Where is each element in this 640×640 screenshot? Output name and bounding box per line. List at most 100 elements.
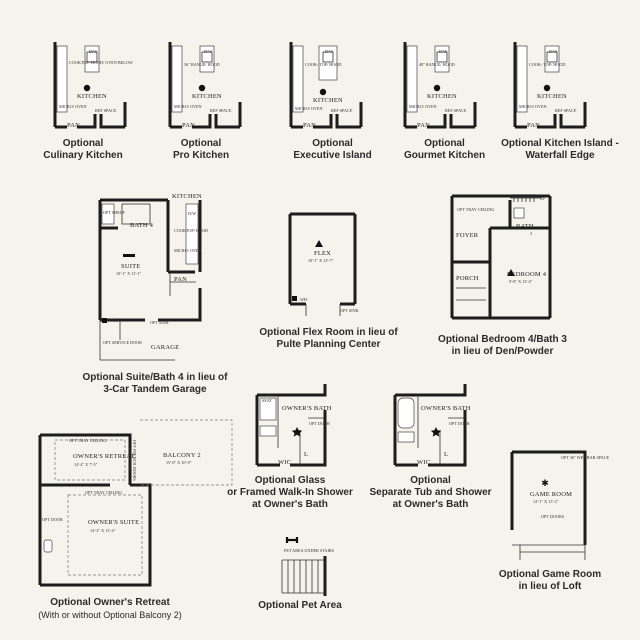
opt-tray-label: OPT TRAY CEILING (69, 438, 106, 443)
game-room-plan: ✱ OPT 36" WET BAR SPACE GAME ROOM 12'-1"… (510, 450, 610, 560)
dw-label: D/W (89, 49, 97, 54)
caption-pet-area: Optional Pet Area (245, 600, 355, 612)
pan-label: PAN (417, 122, 430, 129)
suite-dims: 10'-1" X 11'-1" (116, 271, 142, 276)
culinary-kitchen-plan: COOKTOP/ HOOD/ OVEN BELOW D/W KITCHEN MI… (53, 42, 133, 129)
caption-walk-in-shower: Optional Glass or Framed Walk-In Shower … (220, 475, 360, 511)
ref-space-label: REF SPACE (331, 108, 353, 113)
suite-label: SUITE (121, 263, 140, 270)
bath4-label: BATH 4 (130, 222, 154, 229)
flex-label: FLEX (314, 250, 331, 257)
dw-label: D/W (204, 49, 212, 54)
up-label: UP (540, 196, 546, 201)
micro-oven-label: MICRO/ OVEN (174, 104, 202, 109)
caption-culinary-kitchen: Optional Culinary Kitchen (28, 138, 138, 162)
pan-label: PAN (303, 122, 316, 129)
micro-oven-label: MICRO/ OVEN (409, 104, 437, 109)
caption-line: Optional Bedroom 4/Bath 3 (438, 334, 567, 345)
caption-line: Optional (410, 475, 451, 486)
caption-line: at Owner's Bath (392, 499, 469, 510)
pro-kitchen-plan: 36" RANGE/ HOOD D/W KITCHEN MICRO/ OVEN … (168, 42, 242, 129)
caption-bedroom4: Optional Bedroom 4/Bath 3 in lieu of Den… (415, 334, 590, 358)
seat-label: SEAT (262, 398, 272, 403)
dw-label: D/W (325, 49, 333, 54)
ref-space-label: REF SPACE (95, 108, 117, 113)
game-room-label: GAME ROOM (530, 491, 572, 498)
opt-tray2-label: OPT TRAY CEILING (85, 490, 122, 495)
suite-label: OWNER'S SUITE (88, 519, 139, 526)
caption-line: Optional Suite/Bath 4 in lieu of (82, 372, 228, 383)
caption-line: Optional Glass (254, 475, 326, 486)
opt-door-label: OPT DOOR (449, 421, 470, 426)
micro-oven-label: MICRO/ OVEN (295, 106, 323, 111)
micro-oven-label: MICRO/ OVEN (59, 104, 87, 109)
caption-line: Executive Island (293, 150, 372, 161)
porch-label: PORCH (456, 275, 479, 282)
caption-owners-retreat: Optional Owner's Retreat (With or withou… (20, 597, 200, 621)
retreat-dims: 14'-4" X 7'-5" (74, 462, 98, 467)
micro-oven-label: MICRO/ OVEN (519, 104, 547, 109)
caption-line: Optional (312, 138, 353, 149)
caption-line: Gourmet Kitchen (403, 150, 486, 161)
caption-line: Optional (424, 138, 465, 149)
caption-flex-room: Optional Flex Room in lieu of Pulte Plan… (236, 327, 421, 351)
suite-dims: 14'-2" X 13'-4" (90, 528, 116, 533)
garage-label: GARAGE (151, 344, 179, 351)
micro-oven-label: MICRO/ OVEN (174, 248, 202, 253)
bedroom-label: BEDROOM 4 (507, 271, 547, 278)
suite-bath4-plan: KITCHEN BATH 4 OPT SHELF D/W COOKTOP/ HO… (98, 193, 208, 361)
opt-door-label: OPT DOOR (42, 517, 63, 522)
bedroom4-plan: UP OPT TRAY CEILING FOYER BATH 3 PORCH B… (450, 194, 552, 320)
cooktop-label: COOKTOP/ HOOD/ OVEN BELOW (69, 60, 133, 65)
caption-line: Waterfall Edge (525, 150, 595, 161)
caption-line: Optional (62, 138, 104, 149)
kitchen-label: KITCHEN (77, 93, 107, 100)
pan-label: PAN (182, 122, 195, 129)
french-doors-label: OPT FRENCH DOORS (132, 440, 137, 481)
owners-bath-label: OWNER'S BATH (421, 405, 471, 412)
pan-label: PAN (67, 122, 80, 129)
dw-label: D/W (439, 49, 447, 54)
bath-number: 3 (530, 231, 532, 236)
pan-label: PAN (174, 276, 187, 283)
caption-gourmet-kitchen: Optional Gourmet Kitchen (387, 138, 502, 162)
dw-label: D/W (188, 211, 196, 216)
walk-in-shower-plan: SEAT OWNER'S BATH OPT DOOR WIC L (255, 384, 332, 467)
wet-bar-label: OPT 36" WET BAR SPACE (561, 455, 610, 460)
flex-room-plan: FLEX 10'-1" X 13'-7" WH OPT SINK (288, 212, 359, 316)
caption-line: in lieu of Den/Powder (451, 346, 554, 357)
caption-line: Optional Game Room (498, 569, 602, 580)
caption-line: in lieu of Loft (518, 581, 582, 592)
caption-pro-kitchen: Optional Pro Kitchen (146, 138, 256, 162)
range-label: 48" RANGE/ HOOD (419, 62, 455, 67)
pan-label: PAN (527, 122, 540, 129)
retreat-label: OWNER'S RETREAT (73, 453, 135, 460)
wh-label: WH (110, 318, 117, 323)
owners-retreat-plan: OPT TRAY CEILING OWNER'S RETREAT 14'-4" … (38, 419, 233, 587)
ref-space-label: REF SPACE (210, 108, 232, 113)
caption-line: or Framed Walk-In Shower (227, 487, 353, 498)
flex-dims: 10'-1" X 13'-7" (308, 258, 334, 263)
wh-label: WH (300, 297, 307, 302)
caption-line: Optional (180, 138, 222, 149)
kitchen-label: KITCHEN (537, 93, 567, 100)
executive-island-plan: COOK- TOP/ HOOD D/W KITCHEN MICRO/ OVEN … (289, 42, 363, 129)
opt-tray-label: OPT TRAY CEILING (457, 207, 494, 212)
caption-line: at Owner's Bath (252, 499, 328, 510)
separate-tub-plan: OWNER'S BATH OPT DOOR WIC L (393, 384, 471, 467)
wic-label: WIC (278, 459, 291, 466)
kitchen-label: KITCHEN (313, 97, 343, 104)
owners-bath-label: OWNER'S BATH (282, 405, 332, 412)
opt-doors-label: OPT DOORS (541, 514, 565, 519)
opt-sink-label: OPT SINK (150, 320, 169, 325)
caption-line: Optional Owner's Retreat (50, 597, 170, 608)
caption-subline: (With or without Optional Balcony 2) (38, 610, 182, 620)
cooktop-label: COOKTOP/ HOOD (174, 228, 208, 233)
kitchen-label: KITCHEN (427, 93, 457, 100)
opt-sink-label: OPT SINK (340, 308, 359, 313)
balcony-dims: 15'-0" X 10'-0" (166, 460, 192, 465)
pet-area-plan: PET AREA UNDER STAIRS (281, 537, 335, 596)
balcony-label: BALCONY 2 (163, 452, 201, 459)
ref-space-label: REF SPACE (445, 108, 467, 113)
